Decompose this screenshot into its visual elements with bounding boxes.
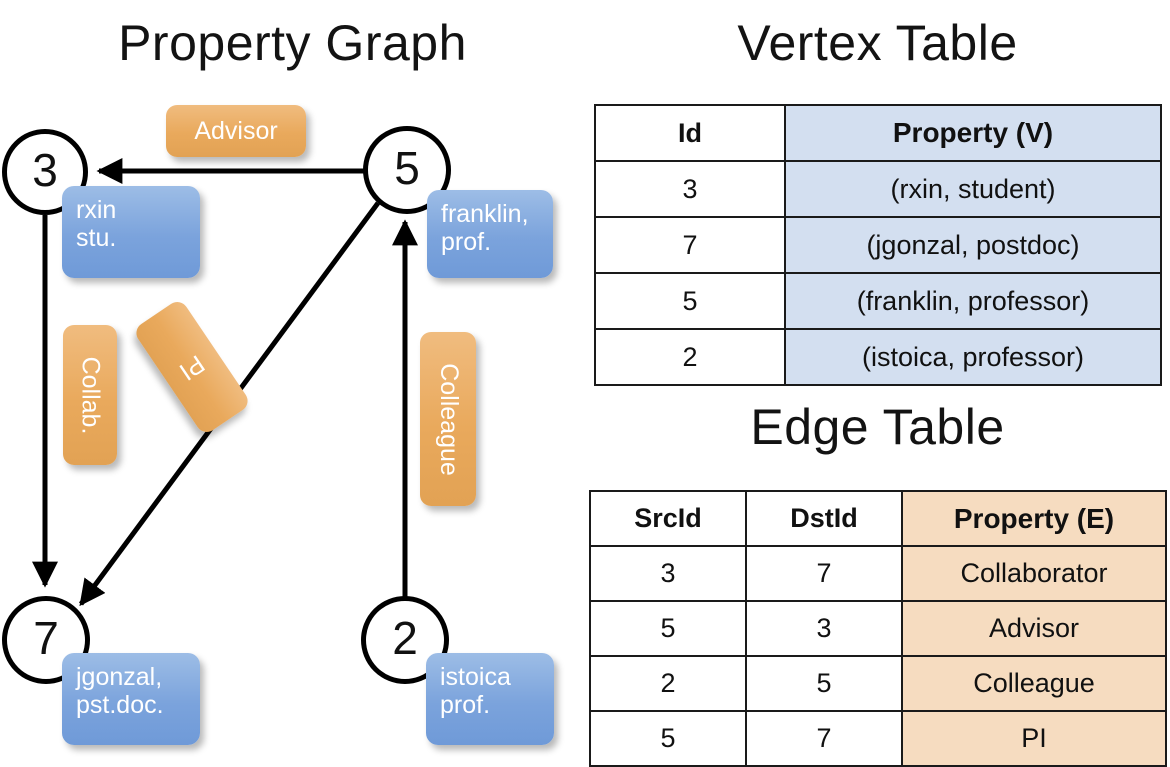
vertex-property-box-2: istoica prof. (426, 653, 554, 745)
table-row: 7 (jgonzal, postdoc) (594, 216, 1162, 274)
graph-node-2-label: 2 (392, 612, 418, 664)
graph-node-5[interactable]: 5 (363, 126, 451, 214)
edge-row-0-dstid: 7 (745, 545, 903, 602)
edge-row-2-property: Colleague (901, 655, 1167, 712)
edge-label-pi-text: PI (174, 349, 210, 386)
vertex-row-3-id: 2 (594, 328, 786, 386)
page-title-vertex-table: Vertex Table (737, 15, 1018, 71)
edge-row-3-dstid: 7 (745, 710, 903, 767)
vertex-row-1-property: (jgonzal, postdoc) (784, 216, 1162, 274)
vertex-property-box-3-line2: stu. (76, 224, 117, 252)
vertex-table-header-id: Id (594, 104, 786, 162)
vertex-row-3-property: (istoica, professor) (784, 328, 1162, 386)
graph-node-5-label: 5 (394, 142, 420, 194)
edge-label-advisor: Advisor (166, 105, 306, 157)
vertex-property-box-7-line2: pst.doc. (76, 691, 164, 719)
vertex-property-box-5: franklin, prof. (427, 190, 553, 278)
page-title-property-graph: Property Graph (118, 15, 467, 71)
edge-label-advisor-text: Advisor (194, 116, 278, 145)
edge-table: SrcId DstId Property (E) 3 7 Collaborato… (589, 490, 1167, 767)
graph-node-3-label: 3 (32, 144, 58, 196)
edge-label-collab-text: Collab. (76, 356, 105, 434)
graph-node-2[interactable]: 2 (361, 596, 449, 684)
vertex-property-box-5-line2: prof. (441, 228, 492, 256)
edge-row-2-dstid: 5 (745, 655, 903, 712)
vertex-row-2-id: 5 (594, 272, 786, 330)
vertex-property-box-2-line2: prof. (440, 691, 491, 719)
edge-row-0-srcid: 3 (589, 545, 747, 602)
graph-node-7-label: 7 (33, 612, 59, 664)
table-row: 3 (rxin, student) (594, 160, 1162, 218)
edge-table-header-property: Property (E) (901, 490, 1167, 547)
vertex-row-0-id: 3 (594, 160, 786, 218)
edge-row-3-property: PI (901, 710, 1167, 767)
vertex-property-box-3: rxin stu. (62, 186, 200, 278)
vertex-table-header-property: Property (V) (784, 104, 1162, 162)
edge-table-header-dstid: DstId (745, 490, 903, 547)
vertex-property-box-2-line1: istoica (440, 663, 511, 691)
table-row: 5 3 Advisor (589, 600, 1167, 657)
vertex-property-box-7: jgonzal, pst.doc. (62, 653, 200, 745)
table-row: 5 7 PI (589, 710, 1167, 767)
edge-row-1-property: Advisor (901, 600, 1167, 657)
vertex-table-header-row: Id Property (V) (594, 104, 1162, 162)
edge-label-colleague: Colleague (420, 332, 476, 506)
table-row: 5 (franklin, professor) (594, 272, 1162, 330)
edge-row-2-srcid: 2 (589, 655, 747, 712)
edge-row-1-dstid: 3 (745, 600, 903, 657)
property-graph-panel: Property Graph 3 5 7 2 rxin stu. frankli… (0, 0, 585, 760)
edge-row-0-property: Collaborator (901, 545, 1167, 602)
edge-table-header-srcid: SrcId (589, 490, 747, 547)
table-row: 2 5 Colleague (589, 655, 1167, 712)
vertex-row-2-property: (franklin, professor) (784, 272, 1162, 330)
edge-row-1-srcid: 5 (589, 600, 747, 657)
table-row: 2 (istoica, professor) (594, 328, 1162, 386)
vertex-row-0-property: (rxin, student) (784, 160, 1162, 218)
vertex-property-box-5-line1: franklin, (441, 200, 529, 228)
vertex-row-1-id: 7 (594, 216, 786, 274)
vertex-table: Id Property (V) 3 (rxin, student) 7 (jgo… (594, 104, 1162, 386)
vertex-property-box-7-line1: jgonzal, (76, 663, 163, 691)
vertex-property-box-3-line1: rxin (76, 196, 117, 224)
page-title-edge-table: Edge Table (750, 399, 1005, 455)
edge-label-collab: Collab. (63, 325, 117, 465)
edge-label-colleague-text: Colleague (434, 362, 463, 476)
edge-row-3-srcid: 5 (589, 710, 747, 767)
table-row: 3 7 Collaborator (589, 545, 1167, 602)
edge-table-header-row: SrcId DstId Property (E) (589, 490, 1167, 547)
